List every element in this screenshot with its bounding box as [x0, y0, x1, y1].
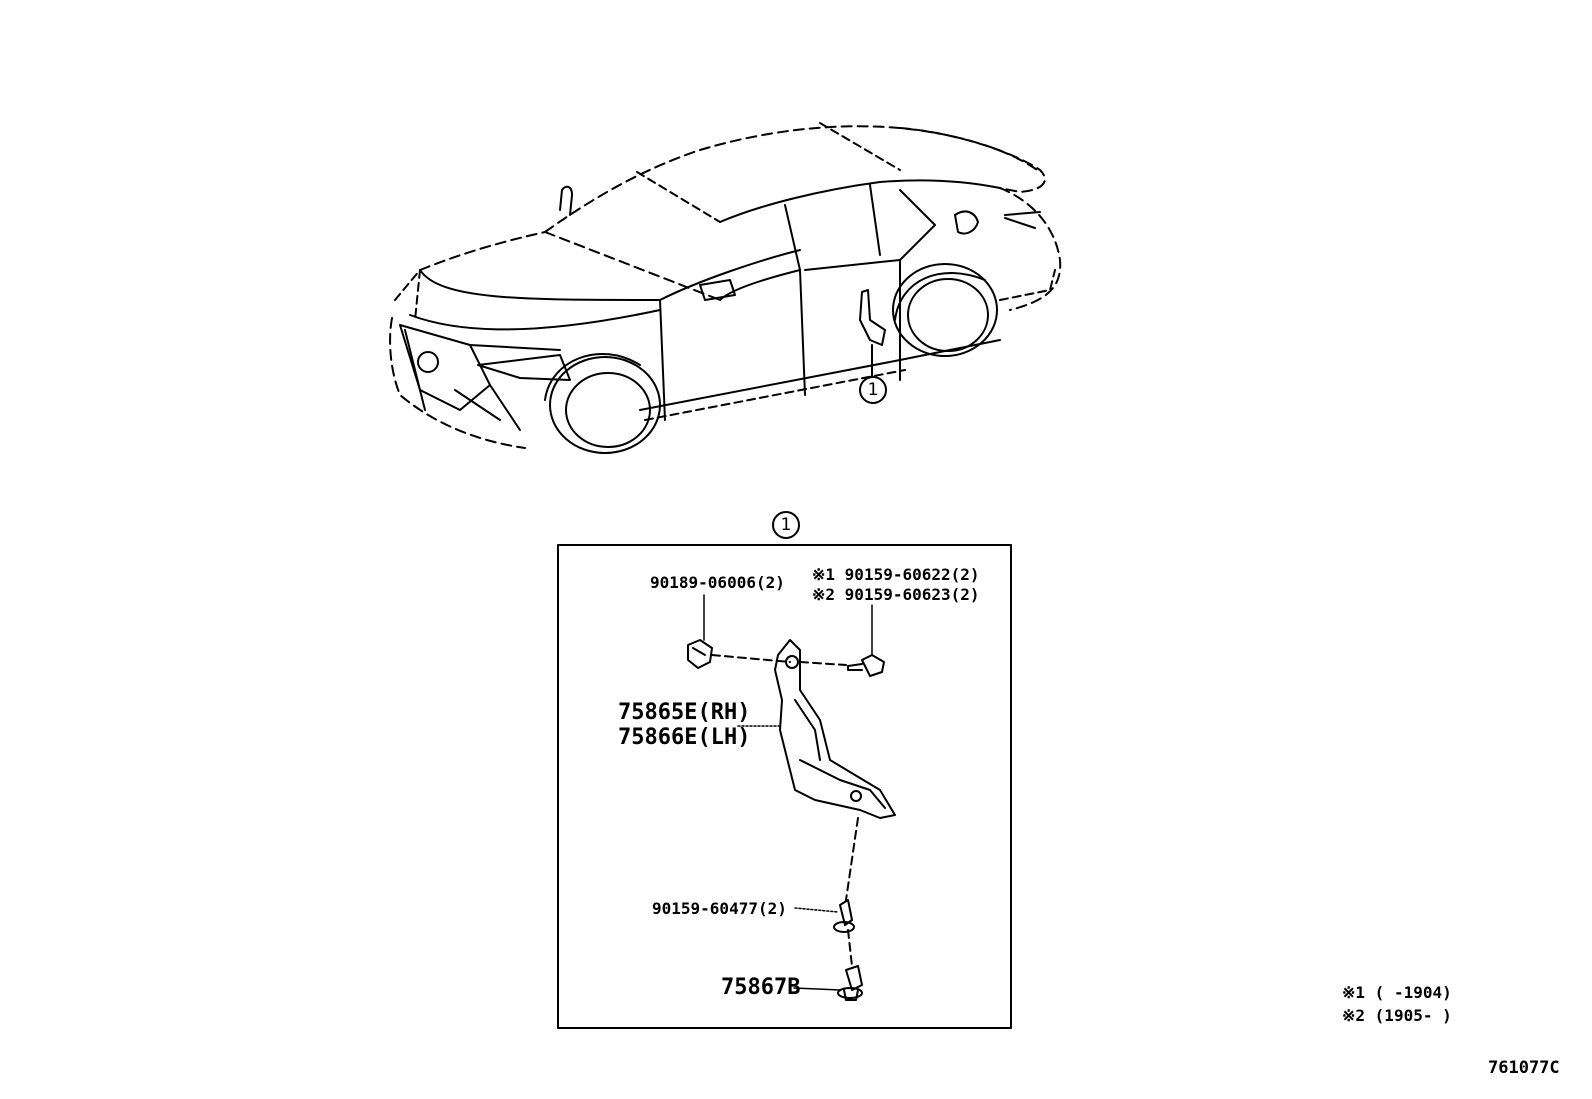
mudguard-drawing [687, 639, 896, 1001]
part-label-screw: 90159-60477(2) [652, 899, 787, 918]
assembly-lines [711, 654, 859, 967]
leader-lines [703, 594, 873, 991]
footnote-1: ※1 ( -1904) [1342, 983, 1452, 1002]
part-label-bolt-2: ※2 90159-60623(2) [812, 585, 980, 604]
callout-marker-detail: 1 [772, 511, 800, 539]
part-label-mudguard-rh: 75865E(RH) [618, 700, 751, 725]
part-label-bolt-1: ※1 90159-60622(2) [812, 565, 980, 584]
detail-frame [557, 544, 1012, 1029]
car-illustration [389, 122, 1062, 454]
diagram-code: 761077C [1488, 1058, 1560, 1078]
footnote-2: ※2 (1905- ) [1342, 1006, 1452, 1025]
part-label-mudguard-lh: 75866E(LH) [618, 725, 751, 750]
part-label-grommet: 90189-06006(2) [650, 573, 785, 592]
part-label-clip: 75867B [721, 975, 801, 1000]
callout-marker-car: 1 [859, 376, 887, 404]
